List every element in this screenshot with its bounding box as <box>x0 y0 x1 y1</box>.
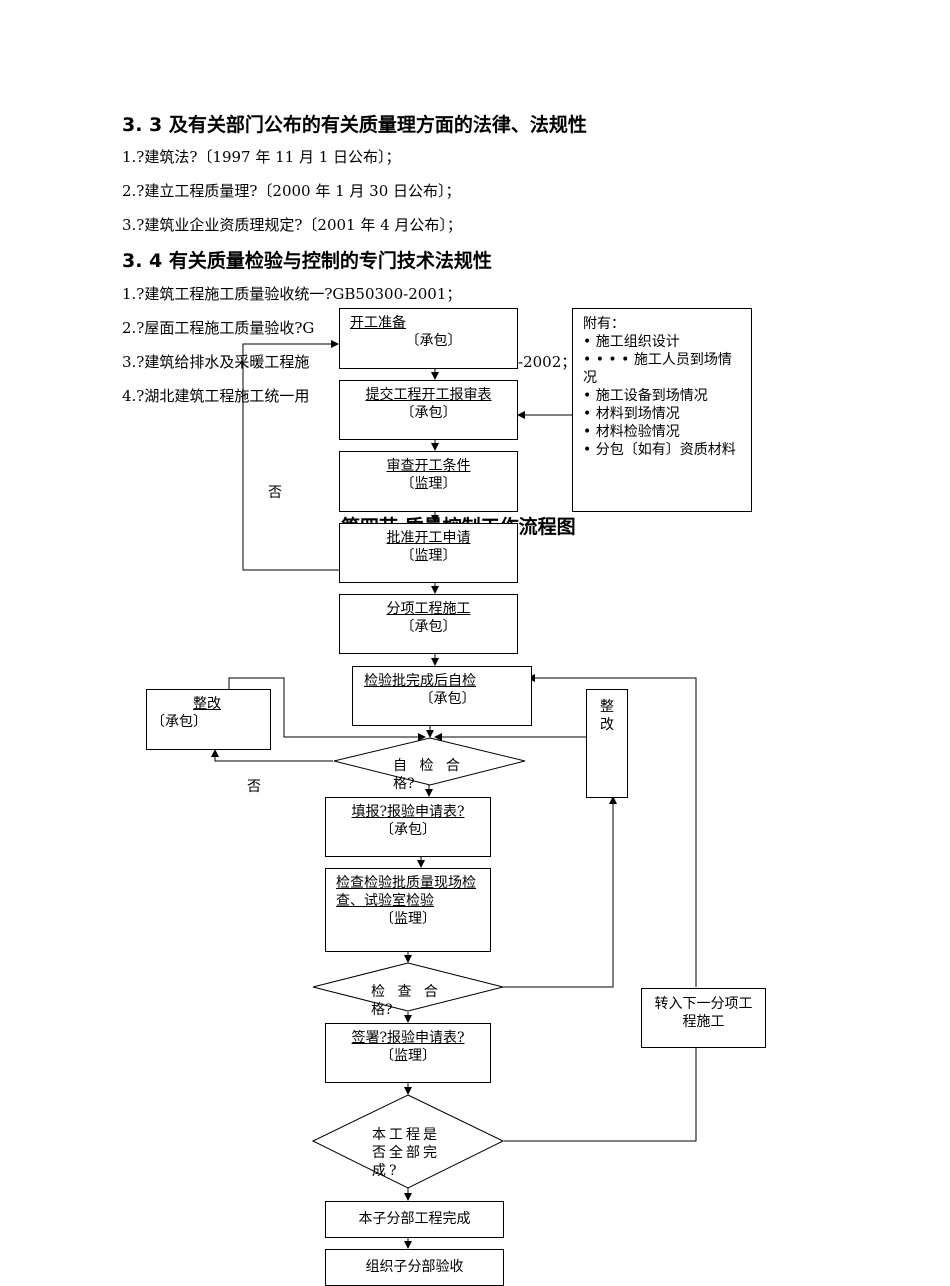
attachment-item: • 材料检验情况 <box>583 424 680 440</box>
standard-item-2: 2.?屋面工程施工质量验收?G <box>122 319 315 337</box>
rectify-left-title: 整改 <box>193 696 221 712</box>
law-item-3: 3.?建筑业企业资质理规定?〔2001 年 4 月公布〕； <box>122 216 462 234</box>
box-rectify-right: 整改 <box>586 689 628 798</box>
no-label-approve: 否 <box>268 485 282 501</box>
submit-report-title: 提交工程开工报审表 <box>365 387 492 403</box>
box-approve: 批准开工申请 〔监理〕 <box>339 523 518 583</box>
attachment-item: • 分包〔如有〕资质材料 <box>583 442 736 458</box>
sign-report-role: 〔监理〕 <box>380 1048 436 1064</box>
sub-construction-title: 分项工程施工 <box>386 601 471 617</box>
prepare-title: 开工准备 <box>350 315 406 331</box>
rectify-right-title: 整改 <box>600 699 614 733</box>
self-check-role: 〔承包〕 <box>419 691 476 707</box>
box-fill-report: 填报?报验申请表? 〔承包〕 <box>325 797 491 857</box>
box-self-check: 检验批完成后自检 〔承包〕 <box>352 666 532 726</box>
no-label-self-check: 否 <box>247 779 261 795</box>
check-pass-label: 检 查 合 格? <box>371 984 438 1018</box>
box-review-conditions: 审查开工条件 〔监理〕 <box>339 451 518 512</box>
next-item-text: 转入下一分项工程施工 <box>654 996 753 1030</box>
submit-report-role: 〔承包〕 <box>400 405 457 421</box>
standard-item-4: 4.?湖北建筑工程施工统一用 <box>122 387 310 405</box>
box-submit-report: 提交工程开工报审表 〔承包〕 <box>339 380 518 440</box>
law-item-2: 2.?建立工程质量理?〔2000 年 1 月 30 日公布〕； <box>122 182 461 200</box>
box-inspect: 检查检验批质量现场检查、试验室检验 〔监理〕 <box>325 868 491 952</box>
attachment-item: • 施工组织设计 <box>583 334 680 350</box>
box-sub-construction: 分项工程施工 〔承包〕 <box>339 594 518 654</box>
box-sub-complete: 本子分部工程完成 <box>325 1201 504 1238</box>
review-conditions-title: 审查开工条件 <box>386 458 471 474</box>
fill-report-role: 〔承包〕 <box>380 822 436 838</box>
sign-report-title: 签署?报验申请表? <box>351 1030 465 1046</box>
sub-construction-role: 〔承包〕 <box>400 619 457 635</box>
section-3-3-heading: 3. 3 及有关部门公布的有关质量理方面的法律、法规性 <box>122 114 587 136</box>
review-conditions-role: 〔监理〕 <box>400 476 457 492</box>
inspect-role: 〔监理〕 <box>380 911 436 927</box>
rectify-left-role: 〔承包〕 <box>151 714 207 730</box>
box-organize-accept: 组织子分部验收 <box>325 1249 504 1286</box>
section-3-4-heading: 3. 4 有关质量检验与控制的专门技术法规性 <box>122 250 492 272</box>
prepare-role: 〔承包〕 <box>405 333 462 349</box>
organize-accept-text: 组织子分部验收 <box>365 1259 464 1275</box>
self-pass-label: 自 检 合 格? <box>393 758 460 792</box>
standard-item-3: 3.?建筑给排水及采暖工程施 <box>122 353 310 371</box>
box-prepare: 开工准备 〔承包〕 <box>339 308 518 369</box>
attachments-box: 附有： • 施工组织设计 • • • • 施工人员到场情况 • 施工设备到场情况… <box>572 308 752 512</box>
attachment-item: • 施工设备到场情况 <box>583 388 708 404</box>
standard-item-1: 1.?建筑工程施工质量验收统一?GB50300-2001； <box>122 285 462 303</box>
attachment-item: • • • • 施工人员到场情况 <box>583 352 732 386</box>
box-sign-report: 签署?报验申请表? 〔监理〕 <box>325 1023 491 1083</box>
all-done-decision <box>311 1094 505 1189</box>
box-rectify-left: 整改 〔承包〕 <box>146 689 271 750</box>
sub-complete-text: 本子分部工程完成 <box>358 1211 471 1227</box>
inspect-title: 检查检验批质量现场检查、试验室检验 <box>336 875 476 909</box>
check-pass-decision <box>312 962 504 1012</box>
self-check-title: 检验批完成后自检 <box>364 673 476 689</box>
attachments-title: 附有： <box>583 316 625 332</box>
box-next-item: 转入下一分项工程施工 <box>641 988 766 1048</box>
fill-report-title: 填报?报验申请表? <box>351 804 465 820</box>
all-done-label: 本工程是否全部完成? <box>372 1127 440 1179</box>
law-item-1: 1.?建筑法?〔1997 年 11 月 1 日公布〕； <box>122 148 401 166</box>
approve-title: 批准开工申请 <box>386 530 471 546</box>
self-pass-decision <box>333 737 526 786</box>
attachment-item: • 材料到场情况 <box>583 406 680 422</box>
standard-item-3-tail: -2002； <box>518 353 577 371</box>
approve-role: 〔监理〕 <box>400 548 457 564</box>
